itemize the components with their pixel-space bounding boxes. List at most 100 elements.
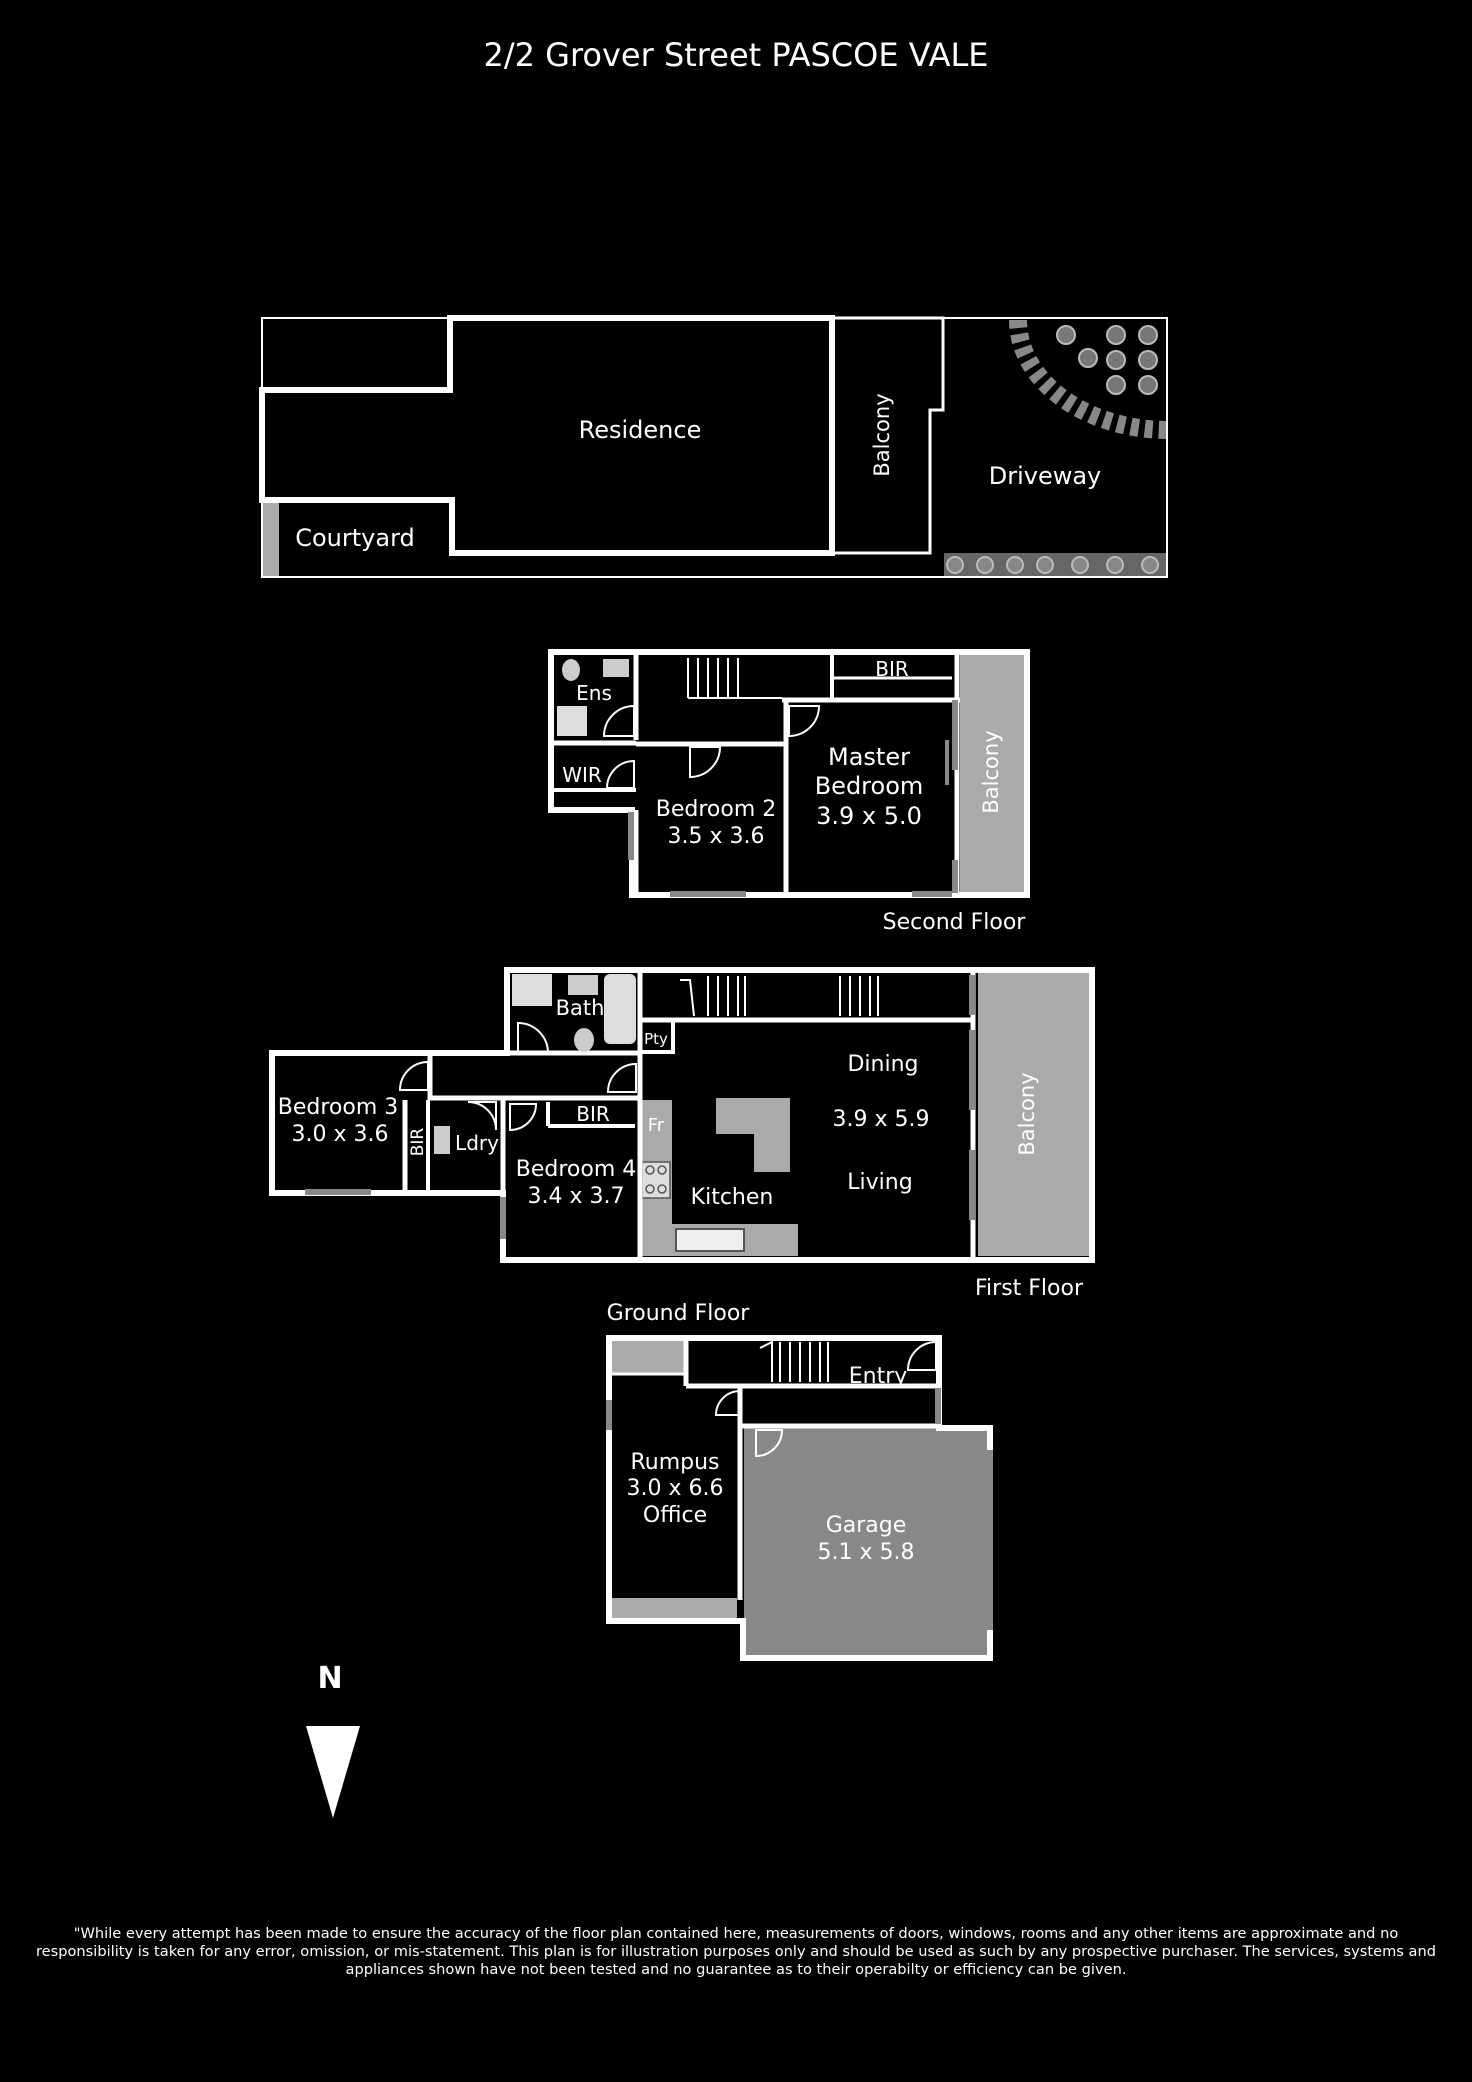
residence-outline (259, 315, 835, 556)
window (952, 860, 958, 893)
sink-icon (675, 1228, 745, 1252)
door-swing-icon (509, 1103, 538, 1132)
courtyard-strip (263, 500, 279, 576)
living-size: 3.9 x 5.9 (833, 1107, 930, 1132)
master-bedroom-label-2: Bedroom (815, 772, 924, 800)
door-swing-icon (602, 704, 635, 737)
window (945, 740, 949, 785)
balcony-outline (830, 316, 945, 555)
shrubs-icon (1056, 325, 1158, 395)
living-label: Living (847, 1170, 912, 1195)
wir-label: WIR (562, 763, 602, 787)
shower-icon (512, 974, 552, 1006)
door-swing-icon (788, 705, 821, 738)
window (987, 1450, 993, 1630)
stairs-icon (759, 1340, 829, 1382)
door-swing-icon (605, 759, 635, 789)
stairs-icon (687, 658, 782, 699)
residence-label: Residence (579, 416, 702, 444)
ground-floor-plan: Ground Floor Entry Rumpus 3.0 x 6.6 Offi… (606, 1301, 993, 1661)
disclaimer: "While every attempt has been made to en… (35, 1925, 1437, 1978)
first-bir-label: BIR (576, 1102, 610, 1126)
window (912, 891, 952, 897)
window (969, 1150, 975, 1220)
bedroom-2-label: Bedroom 2 (656, 797, 777, 822)
master-bedroom-size: 3.9 x 5.0 (816, 802, 922, 830)
bedroom-4-size: 3.4 x 3.7 (528, 1184, 625, 1209)
planting-curve (1009, 319, 1167, 439)
door-swing-icon (689, 746, 722, 779)
second-balcony-area (960, 655, 1025, 893)
kitchen-label: Kitchen (691, 1185, 774, 1210)
driveway-label: Driveway (989, 462, 1102, 490)
window (935, 1388, 941, 1424)
second-floor-plan: Ens BIR WIR Master Bedroom 3.9 x 5.0 Bed… (548, 649, 1030, 935)
office-label: Office (643, 1503, 707, 1528)
laundry-label: Ldry (455, 1131, 499, 1155)
window (969, 975, 975, 1015)
bedroom-4-label: Bedroom 4 (516, 1157, 637, 1182)
fridge-label: Fr (648, 1115, 665, 1136)
window (670, 891, 746, 897)
garage-size: 5.1 x 5.8 (818, 1540, 915, 1565)
rumpus-size: 3.0 x 6.6 (627, 1476, 724, 1501)
door-swing-icon (517, 1021, 550, 1054)
north-arrow: N (306, 1661, 360, 1818)
door-swing-icon (606, 1062, 637, 1093)
ground-floor-outer-wall (606, 1335, 993, 1661)
master-bedroom-label-1: Master (828, 743, 910, 771)
window (952, 700, 958, 770)
storage-area (611, 1341, 684, 1373)
bedroom-2-size: 3.5 x 3.6 (668, 824, 765, 849)
window (500, 1197, 506, 1239)
courtyard-label: Courtyard (295, 524, 415, 552)
basin-icon (603, 659, 629, 677)
bedroom-3-size: 3.0 x 3.6 (292, 1122, 389, 1147)
site-plan: Residence Courtyard Balcony Driveway (259, 315, 1168, 578)
site-balcony-label: Balcony (870, 393, 894, 476)
window (606, 1400, 612, 1430)
entry-label: Entry (849, 1364, 908, 1389)
north-arrow-icon (306, 1726, 360, 1818)
rumpus-label: Rumpus (630, 1450, 719, 1475)
ens-label: Ens (576, 681, 612, 705)
second-floor-outer-wall (548, 649, 1030, 898)
north-label: N (317, 1661, 342, 1696)
door-swing-icon (906, 1340, 937, 1371)
second-balcony-label: Balcony (979, 730, 1003, 813)
garage-area (744, 1428, 989, 1656)
bath-label: Bath (556, 996, 605, 1020)
page-title: 2/2 Grover Street PASCOE VALE (483, 36, 989, 74)
first-bir-vertical-label: BIR (408, 1128, 428, 1157)
shower-icon (557, 706, 587, 736)
second-floor-label: Second Floor (883, 910, 1027, 935)
door-swing-icon (398, 1060, 429, 1091)
window (969, 1030, 975, 1110)
cooktop-icon (641, 1161, 671, 1199)
window (305, 1189, 371, 1195)
garage-label: Garage (826, 1513, 907, 1538)
hedge-shrubs-icon (946, 556, 1159, 574)
door-swing-icon (467, 1101, 497, 1131)
toilet-icon (562, 659, 580, 681)
ground-floor-label: Ground Floor (607, 1301, 751, 1326)
first-floor-label: First Floor (975, 1276, 1084, 1301)
second-bir-label: BIR (875, 657, 909, 681)
first-floor-plan: Bath Pty Dining 3.9 x 5.9 Living Kitchen… (269, 967, 1095, 1301)
window (628, 812, 634, 860)
kitchen-island (716, 1098, 790, 1172)
appliance-icon (434, 1126, 450, 1154)
storage-area (611, 1598, 737, 1618)
stairs-icon (680, 976, 879, 1017)
dining-label: Dining (847, 1052, 918, 1077)
toilet-icon (574, 1028, 594, 1052)
door-swing-icon (714, 1389, 741, 1416)
pantry-label: Pty (644, 1030, 668, 1048)
door-swing-icon (755, 1429, 784, 1458)
first-balcony-label: Balcony (1015, 1072, 1039, 1155)
bathtub-icon (604, 974, 636, 1044)
basin-icon (568, 975, 598, 995)
bedroom-3-label: Bedroom 3 (278, 1095, 399, 1120)
first-balcony-area (978, 972, 1091, 1256)
